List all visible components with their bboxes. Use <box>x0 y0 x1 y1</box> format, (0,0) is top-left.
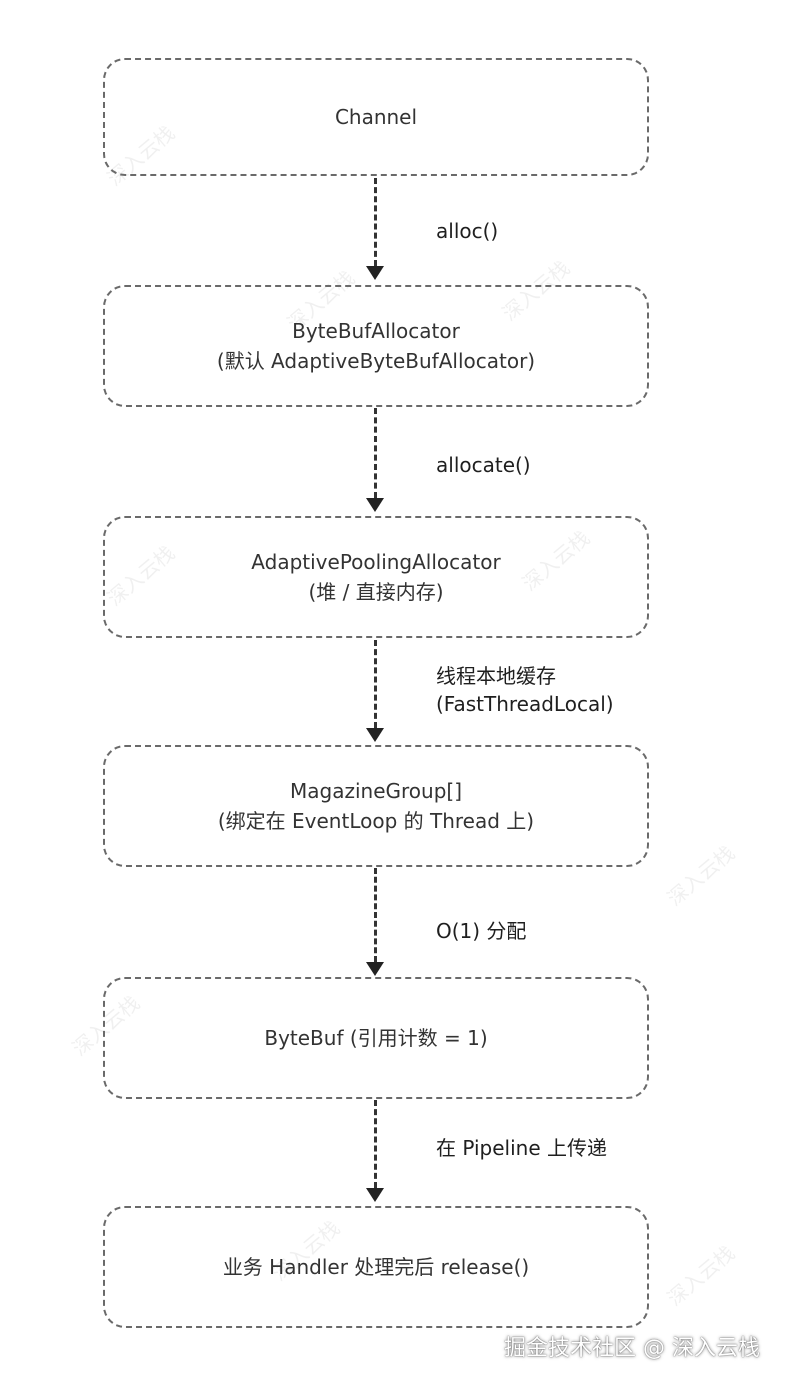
bytebuf-node: ByteBuf (引用计数 = 1) <box>103 977 649 1099</box>
node-label: ByteBufAllocator <box>292 319 460 343</box>
connector-line <box>374 640 377 728</box>
edge-label-line: alloc() <box>436 219 499 243</box>
edge-label-line: (FastThreadLocal) <box>436 692 614 716</box>
arrow-head-icon <box>366 1188 384 1202</box>
edge-label: O(1) 分配 <box>436 917 526 945</box>
node-label: 业务 Handler 处理完后 release() <box>222 1255 530 1279</box>
connector-line <box>374 408 377 498</box>
bytebuf-allocator-node: ByteBufAllocator (默认 AdaptiveByteBufAllo… <box>103 285 649 407</box>
watermark: 深入云栈 <box>662 840 740 911</box>
node-label: MagazineGroup[] <box>290 779 462 803</box>
node-sublabel: (默认 AdaptiveByteBufAllocator) <box>216 349 536 373</box>
edge-label: allocate() <box>436 451 531 479</box>
magazine-group-node: MagazineGroup[] (绑定在 EventLoop 的 Thread … <box>103 745 649 867</box>
edge-label: alloc() <box>436 217 498 245</box>
arrow-head-icon <box>366 498 384 512</box>
handler-release-node: 业务 Handler 处理完后 release() <box>103 1206 649 1328</box>
footer-credit: 掘金技术社区 @ 深入云栈 <box>504 1336 760 1361</box>
edge-label: 线程本地缓存 (FastThreadLocal) <box>436 662 614 718</box>
connector-line <box>374 868 377 962</box>
connector-line <box>374 1100 377 1188</box>
watermark: 深入云栈 <box>662 1240 740 1311</box>
edge-label-line: allocate() <box>436 453 531 477</box>
connector-line <box>374 178 377 266</box>
node-label: Channel <box>334 105 418 129</box>
node-label: AdaptivePoolingAllocator <box>251 550 501 574</box>
channel-node: Channel <box>103 58 649 176</box>
edge-label-line: 线程本地缓存 <box>436 664 556 688</box>
node-sublabel: (堆 / 直接内存) <box>308 580 444 604</box>
edge-label-line: 在 Pipeline 上传递 <box>436 1136 607 1160</box>
arrow-head-icon <box>366 962 384 976</box>
edge-label: 在 Pipeline 上传递 <box>436 1134 607 1162</box>
node-sublabel: (绑定在 EventLoop 的 Thread 上) <box>217 809 535 833</box>
arrow-head-icon <box>366 266 384 280</box>
edge-label-line: O(1) 分配 <box>436 919 527 943</box>
arrow-head-icon <box>366 728 384 742</box>
node-label: ByteBuf (引用计数 = 1) <box>264 1026 488 1050</box>
adaptive-pooling-allocator-node: AdaptivePoolingAllocator (堆 / 直接内存) <box>103 516 649 638</box>
